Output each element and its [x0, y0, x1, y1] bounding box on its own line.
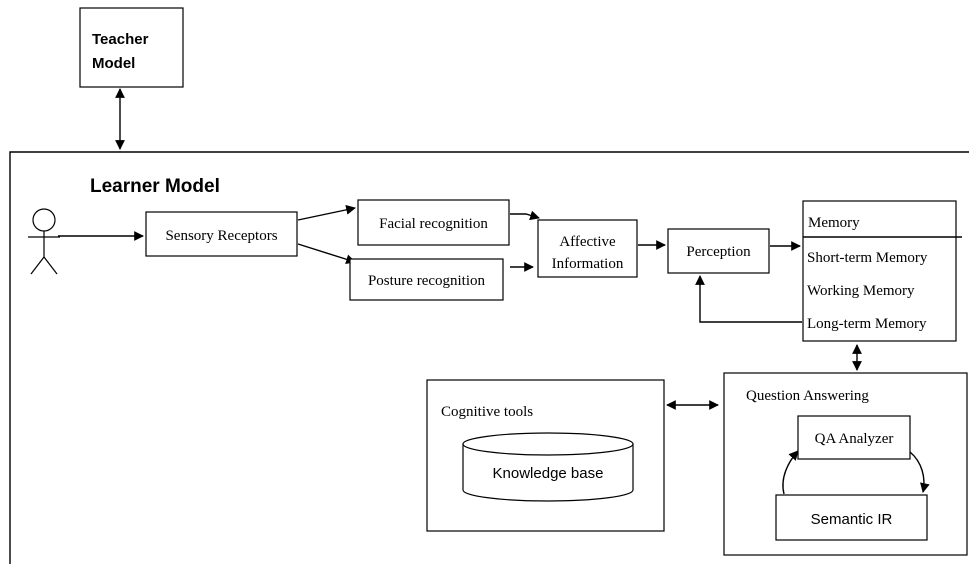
longterm-to-perception-arrow	[695, 275, 802, 323]
memory-item-short-term: Short-term Memory	[807, 250, 928, 266]
sensory-to-facial-arrow	[297, 205, 356, 221]
perception-label: Perception	[686, 244, 751, 260]
learner-model-title: Learner Model	[90, 176, 220, 197]
learner-stick-figure-icon	[28, 208, 60, 275]
sensory-receptors-box	[145, 211, 298, 257]
posture-recognition-label: Posture recognition	[368, 273, 486, 289]
affective-information-box	[537, 219, 638, 278]
teacher-model-box: Teacher Model	[79, 7, 184, 88]
qa-analyzer-label: QA Analyzer	[815, 431, 894, 447]
knowledge-base-cylinder-icon	[462, 432, 634, 502]
affective-information-label-line1: Affective	[559, 234, 616, 250]
memory-box	[802, 200, 957, 342]
knowledge-base-label: Knowledge base	[493, 465, 604, 482]
semantic-ir-label: Semantic IR	[811, 511, 893, 528]
sensory-to-posture-arrow	[297, 243, 356, 265]
cognitive-tools-title: Cognitive tools	[441, 404, 533, 420]
learner-model-frame	[9, 151, 969, 564]
perception-box	[667, 228, 770, 274]
facial-recognition-label: Facial recognition	[379, 216, 488, 232]
posture-recognition-box	[349, 258, 504, 301]
question-answering-title: Question Answering	[746, 388, 869, 404]
semantic-to-analyzer-arrow	[782, 450, 799, 495]
teacher-model-label-line1: Teacher	[92, 31, 149, 48]
facial-to-affective-arrow	[510, 210, 540, 221]
teacher-model-label-line2: Model	[92, 55, 135, 72]
qa-analyzer-box	[797, 415, 911, 460]
memory-item-working: Working Memory	[807, 283, 915, 299]
affective-information-label-line2: Information	[552, 256, 624, 272]
sensory-receptors-label: Sensory Receptors	[165, 228, 277, 244]
facial-recognition-box	[357, 199, 510, 246]
memory-item-long-term: Long-term Memory	[807, 316, 927, 332]
analyzer-to-semantic-arrow	[909, 451, 930, 493]
semantic-ir-box	[775, 494, 928, 541]
memory-title: Memory	[808, 215, 860, 231]
